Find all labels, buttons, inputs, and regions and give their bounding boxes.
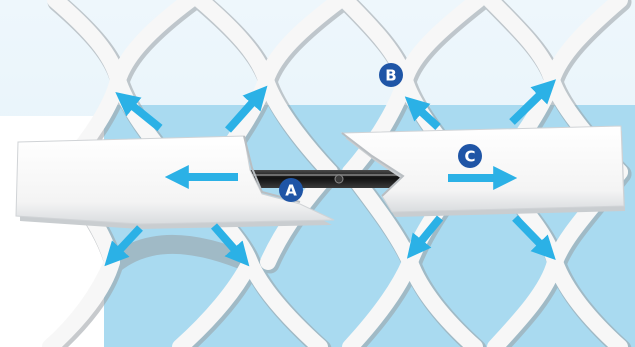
arrow-icon (509, 79, 557, 125)
arrows (104, 79, 557, 267)
arrow-icon (406, 215, 444, 259)
callout-c-label: C (464, 148, 475, 166)
catheter-marker (334, 174, 344, 184)
callout-c: C (458, 144, 482, 168)
arrow-icon (404, 96, 441, 130)
callout-a-label: A (285, 182, 297, 200)
arrow-icon (210, 223, 250, 267)
callout-circle-icon (458, 144, 482, 168)
callout-circle-icon (379, 63, 403, 87)
callout-b-label: B (385, 67, 396, 85)
callout-b: B (379, 63, 403, 87)
arrow-icon (512, 215, 556, 261)
callout-a: A (279, 178, 303, 202)
arrow-icon (104, 225, 143, 267)
arrow-icon (225, 85, 268, 133)
callout-circle-icon (279, 178, 303, 202)
arrow-icon (115, 91, 163, 132)
